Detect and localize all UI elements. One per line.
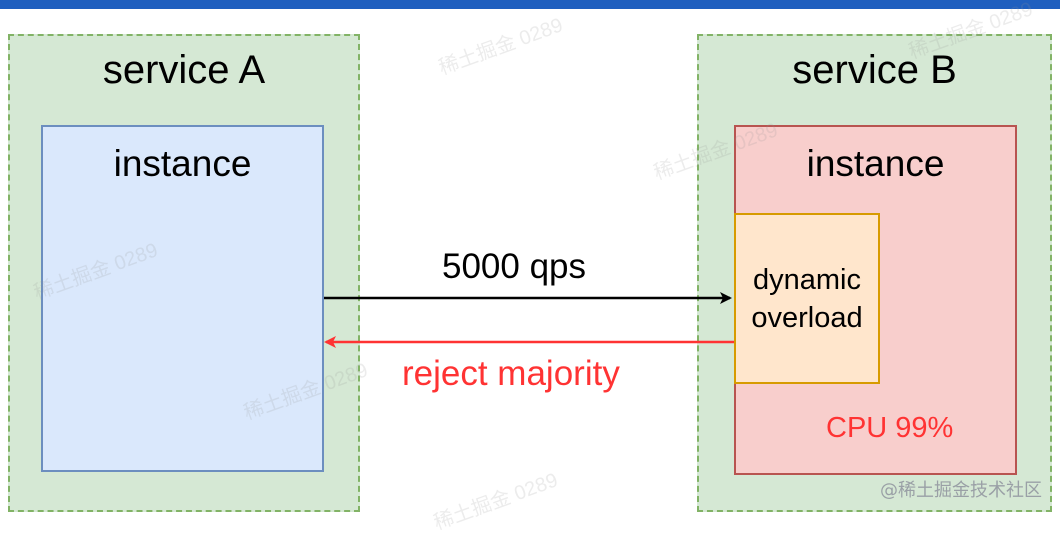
dynamic-overload-label: dynamic overload bbox=[751, 263, 863, 334]
source-credit: @稀土掘金技术社区 bbox=[880, 480, 1042, 501]
cpu-usage-label: CPU 99% bbox=[826, 412, 954, 444]
reject-label: reject majority bbox=[402, 354, 620, 393]
arrows-layer bbox=[324, 292, 734, 348]
service-a-title: service A bbox=[102, 48, 266, 92]
dynamic-overload-box: dynamic overload bbox=[734, 213, 880, 384]
service-b-instance-label: instance bbox=[806, 143, 945, 184]
request-rate-label: 5000 qps bbox=[442, 247, 587, 286]
service-a-instance: instance bbox=[41, 125, 324, 472]
service-b-title: service B bbox=[792, 48, 957, 92]
service-a-instance-label: instance bbox=[113, 143, 252, 184]
top-bar bbox=[0, 0, 1060, 9]
